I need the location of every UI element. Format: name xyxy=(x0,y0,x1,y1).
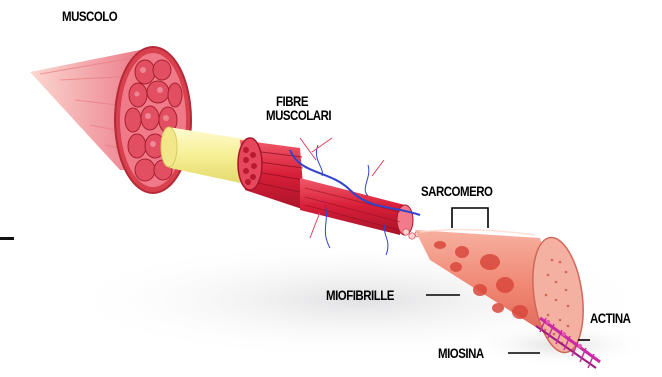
label-miosina: MIOSINA xyxy=(438,346,484,361)
edge-marker xyxy=(0,237,14,240)
muscle xyxy=(30,47,191,193)
label-fibre-line2: MUSCOLARI xyxy=(266,108,331,123)
sarcomero-bracket xyxy=(452,208,488,228)
label-miofibrille: MIOFIBRILLE xyxy=(326,288,394,303)
label-actina: ACTINA xyxy=(590,311,630,326)
label-muscolo: MUSCOLO xyxy=(62,9,117,24)
label-sarcomero: SARCOMERO xyxy=(421,184,492,199)
muscle-fibre-bundle xyxy=(238,138,421,239)
